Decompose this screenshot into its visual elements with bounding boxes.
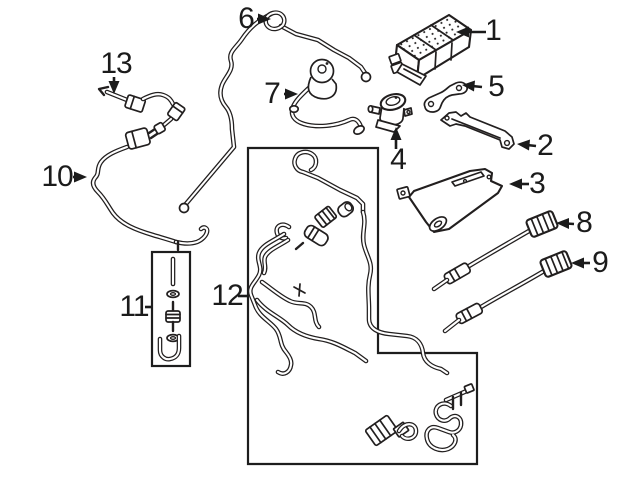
vapor-tube (178, 13, 372, 214)
callout-label-10: 10 (41, 160, 73, 193)
sensor-connector (525, 210, 559, 238)
callout-label-3: 3 (529, 167, 546, 200)
callout-label-6: 6 (238, 2, 255, 35)
hose-assembly-10 (93, 121, 207, 252)
callout-label-1: 1 (485, 14, 502, 47)
bracket-long (440, 111, 515, 150)
purge-valve (367, 93, 413, 133)
harness-connector (364, 414, 410, 447)
purge-hose-valve (288, 58, 365, 136)
callout-8-arrow (556, 218, 575, 229)
quick-connector-a (314, 205, 338, 228)
tube-elbow-fitting (360, 71, 372, 83)
callout-6-arrow (257, 13, 271, 25)
kit-box-11 (150, 250, 192, 368)
vapor-valve (124, 121, 166, 150)
oxygen-sensor-9 (445, 250, 573, 331)
callout-arrows (73, 13, 590, 309)
sensor-connector (539, 250, 573, 278)
callout-label-8: 8 (576, 206, 593, 239)
callout-9-arrow (571, 257, 590, 269)
callout-1-arrow (456, 26, 486, 38)
callout-label-5: 5 (488, 70, 505, 103)
harness-box-12 (246, 146, 479, 466)
quick-connector-b (337, 201, 355, 218)
callout-label-12: 12 (211, 279, 243, 312)
callout-label-13: 13 (100, 47, 132, 80)
canister-port-upper (388, 52, 402, 66)
vapor-canister (388, 13, 473, 86)
callout-3-arrow (509, 178, 529, 190)
callout-4-arrow (390, 127, 402, 149)
t-fitting (446, 383, 475, 411)
oxygen-sensor-8 (434, 210, 559, 289)
callout-2-arrow (517, 139, 537, 151)
callout-13-arrow (108, 77, 120, 94)
hose-end-flange (353, 124, 365, 136)
sensor-hose-13 (97, 85, 186, 125)
hose-bundle-left (250, 225, 319, 374)
callout-label-4: 4 (390, 143, 407, 176)
callout-label-9: 9 (592, 246, 609, 279)
callout-label-7: 7 (264, 77, 281, 110)
canister-shield (396, 167, 504, 234)
callout-label-2: 2 (537, 129, 554, 162)
callout-7-arrow (284, 88, 298, 100)
callout-5-arrow (462, 80, 483, 92)
bracket-small (423, 81, 468, 113)
tube-end-fitting (178, 202, 190, 214)
hose-clamp (288, 104, 300, 114)
check-valve-item (165, 300, 181, 333)
callout-10-arrow (73, 171, 87, 183)
inline-sensor (294, 224, 329, 251)
callout-label-11: 11 (119, 290, 149, 323)
